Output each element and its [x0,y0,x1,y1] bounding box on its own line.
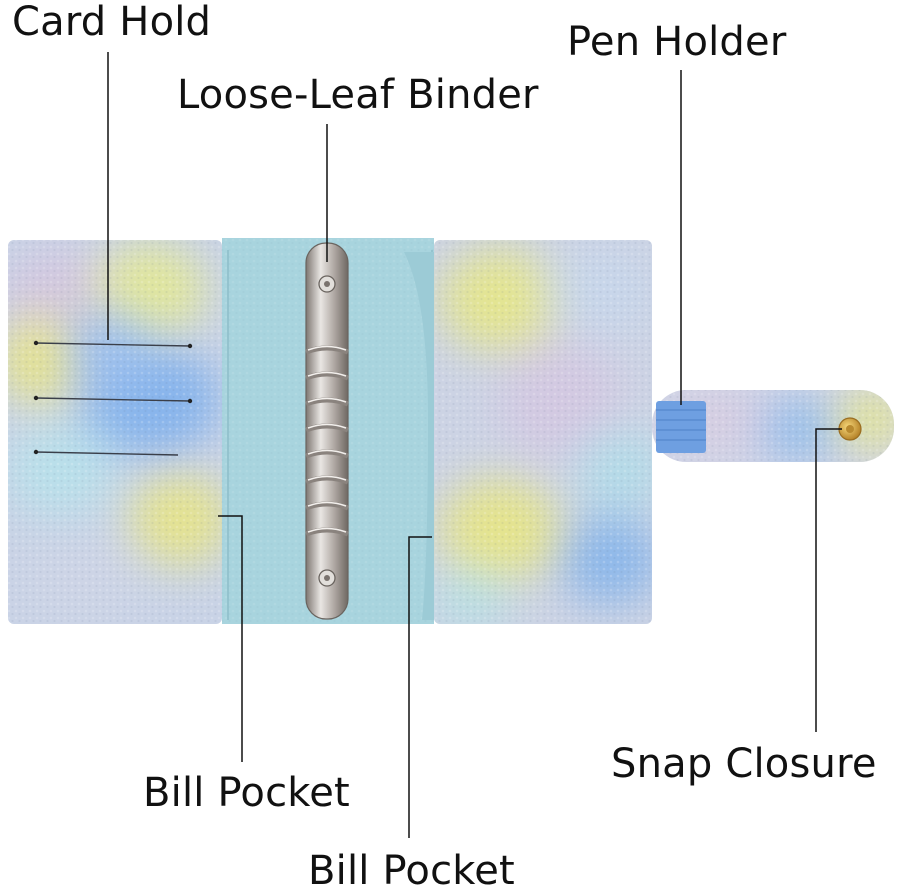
label-card-hold: Card Hold [12,0,212,45]
label-bill-pocket-right: Bill Pocket [308,848,515,889]
label-snap-closure: Snap Closure [611,741,877,787]
card-slots [35,342,191,456]
label-bill-pocket-left: Bill Pocket [143,770,350,816]
right-cover-panel [434,240,652,624]
leader-snap-closure [815,428,842,732]
snap-button [838,417,862,441]
left-cover-panel [8,240,222,624]
leader-bill-pocket-left [218,515,243,762]
ring-mechanism [305,242,349,620]
pen-loop [656,401,706,453]
card-slot-dots [33,340,193,455]
label-loose-leaf-binder: Loose-Leaf Binder [177,72,539,118]
label-pen-holder: Pen Holder [567,19,787,65]
leader-bill-pocket-right [408,536,432,838]
leader-lines [107,52,842,838]
